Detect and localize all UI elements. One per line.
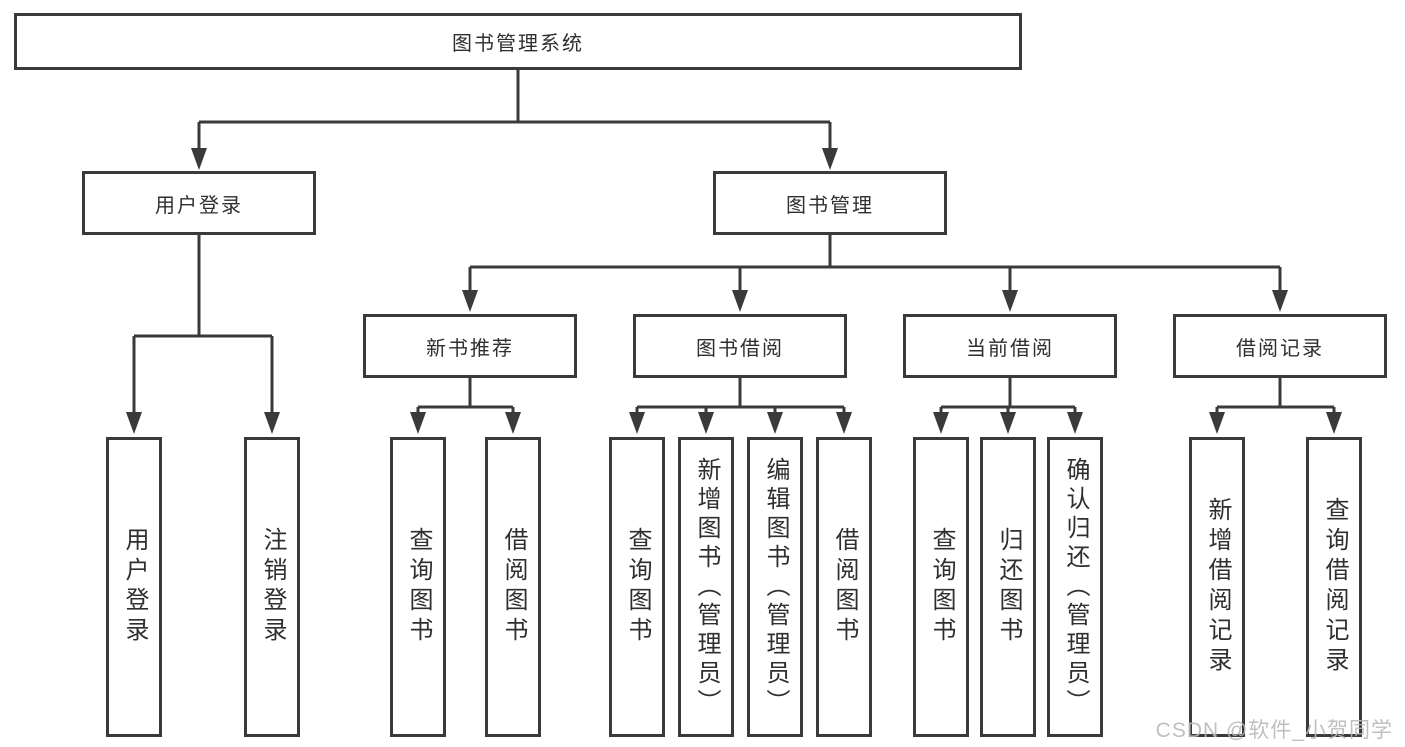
- node-leaf-borrow-books-1: 借阅图书: [485, 437, 541, 737]
- node-label: 用户登录: [121, 527, 148, 647]
- node-current-borrow: 当前借阅: [903, 314, 1117, 378]
- node-label: 用户登录: [155, 194, 243, 217]
- arrowheads: [126, 148, 1342, 434]
- csdn-watermark: CSDN @软件_小贺同学: [1155, 719, 1393, 742]
- node-label: 编辑图书（管理员）: [762, 456, 789, 718]
- node-label: 图书借阅: [696, 337, 784, 360]
- node-label: 图书管理: [786, 194, 874, 217]
- node-label: 查询图书: [928, 527, 955, 647]
- node-book-management: 图书管理: [713, 171, 947, 235]
- node-leaf-return-books: 归还图书: [980, 437, 1036, 737]
- node-book-borrow: 图书借阅: [633, 314, 847, 378]
- node-label: 注销登录: [259, 527, 286, 647]
- node-user-login: 用户登录: [82, 171, 316, 235]
- node-new-book-recommend: 新书推荐: [363, 314, 577, 378]
- node-label: 新增图书（管理员）: [693, 456, 720, 718]
- node-borrow-record: 借阅记录: [1173, 314, 1387, 378]
- node-leaf-borrow-books-2: 借阅图书: [816, 437, 872, 737]
- node-label: 当前借阅: [966, 337, 1054, 360]
- node-label: 新书推荐: [426, 337, 514, 360]
- node-leaf-user-login: 用户登录: [106, 437, 162, 737]
- node-label: 查询图书: [405, 527, 432, 647]
- node-leaf-query-borrow-record: 查询借阅记录: [1306, 437, 1362, 737]
- node-label: 确认归还（管理员）: [1062, 456, 1089, 718]
- node-label: 借阅记录: [1236, 337, 1324, 360]
- node-system-root: 图书管理系统: [14, 13, 1022, 70]
- node-leaf-add-borrow-record: 新增借阅记录: [1189, 437, 1245, 737]
- node-label: 借阅图书: [831, 527, 858, 647]
- node-leaf-query-books-3: 查询图书: [913, 437, 969, 737]
- node-label: 归还图书: [995, 527, 1022, 647]
- node-leaf-add-books-admin: 新增图书（管理员）: [678, 437, 734, 737]
- node-leaf-query-books-2: 查询图书: [609, 437, 665, 737]
- node-label: 查询借阅记录: [1321, 497, 1348, 677]
- node-leaf-logout: 注销登录: [244, 437, 300, 737]
- node-leaf-confirm-return-admin: 确认归还（管理员）: [1047, 437, 1103, 737]
- node-label: 借阅图书: [500, 527, 527, 647]
- node-label: 图书管理系统: [452, 33, 584, 55]
- node-leaf-query-books-1: 查询图书: [390, 437, 446, 737]
- node-label: 新增借阅记录: [1204, 497, 1231, 677]
- node-leaf-edit-books-admin: 编辑图书（管理员）: [747, 437, 803, 737]
- node-label: 查询图书: [624, 527, 651, 647]
